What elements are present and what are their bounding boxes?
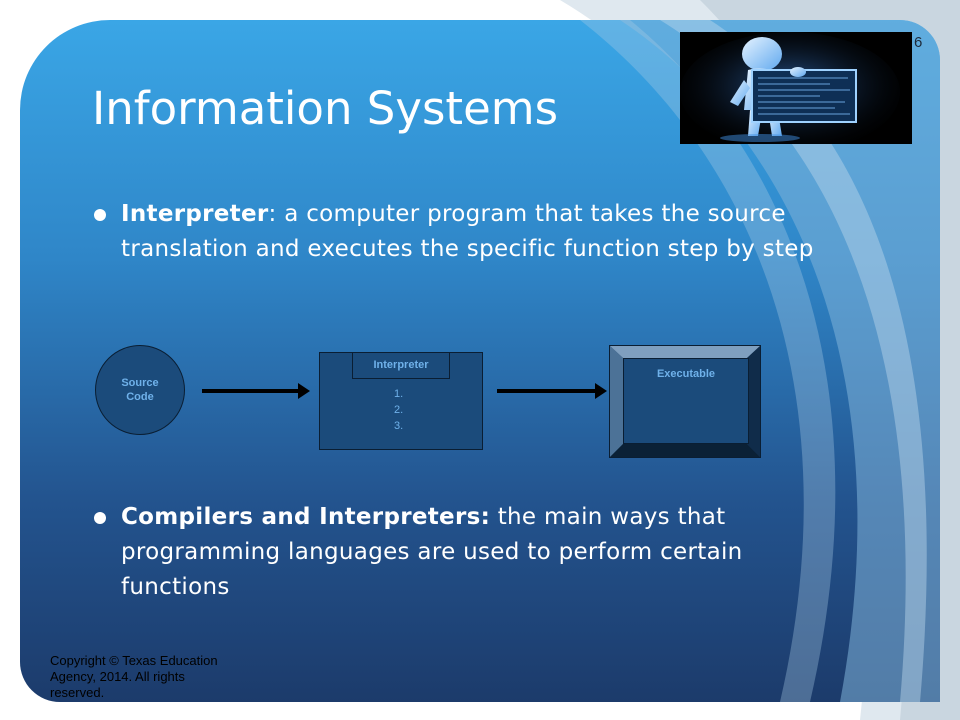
bullet-compilers-interpreters: Compilers and Interpreters: the main way…: [94, 500, 854, 605]
bullet-dot: [94, 512, 106, 524]
bullet-term: Interpreter: [121, 201, 269, 227]
interpreter-steps: 1. 2. 3.: [394, 386, 403, 434]
hologram-figure-image: [680, 32, 912, 144]
slide-title: Information Systems: [92, 82, 559, 135]
source-code-label-line1: Source: [121, 377, 159, 389]
executable-bevel: [610, 346, 760, 457]
bullet-text: Compilers and Interpreters: the main way…: [121, 500, 854, 605]
bullet-separator: [490, 504, 498, 530]
arrow-interpreter-to-executable: [497, 383, 607, 399]
panel-swoosh: [580, 20, 940, 702]
executable-node: Executable: [609, 345, 761, 458]
bullet-separator: :: [268, 201, 285, 227]
bullet-term: Compilers and Interpreters:: [121, 504, 491, 530]
hologram-figure-screen-icon: [680, 32, 912, 144]
executable-label: Executable: [656, 368, 716, 380]
executable-face: Executable: [623, 358, 749, 444]
interpreter-label: Interpreter: [352, 352, 450, 379]
bullet-interpreter: Interpreter: a computer program that tak…: [94, 197, 854, 267]
bullet-dot: [94, 209, 106, 221]
bullet-definition: a computer program that takes the source…: [121, 201, 814, 262]
source-code-label-line2: Code: [126, 391, 154, 403]
interpreter-node: Interpreter 1. 2. 3.: [319, 352, 483, 450]
slide-number: 6: [914, 34, 923, 51]
bullet-definition: the main ways that programming languages…: [121, 504, 743, 600]
interpreter-step: 2.: [394, 404, 404, 416]
bullet-text: Interpreter: a computer program that tak…: [121, 197, 854, 267]
copyright-notice: Copyright © Texas Education Agency, 2014…: [50, 653, 218, 700]
arrow-source-to-interpreter: [202, 383, 310, 399]
interpreter-step: 1.: [394, 388, 404, 400]
interpreter-step: 3.: [394, 420, 404, 432]
